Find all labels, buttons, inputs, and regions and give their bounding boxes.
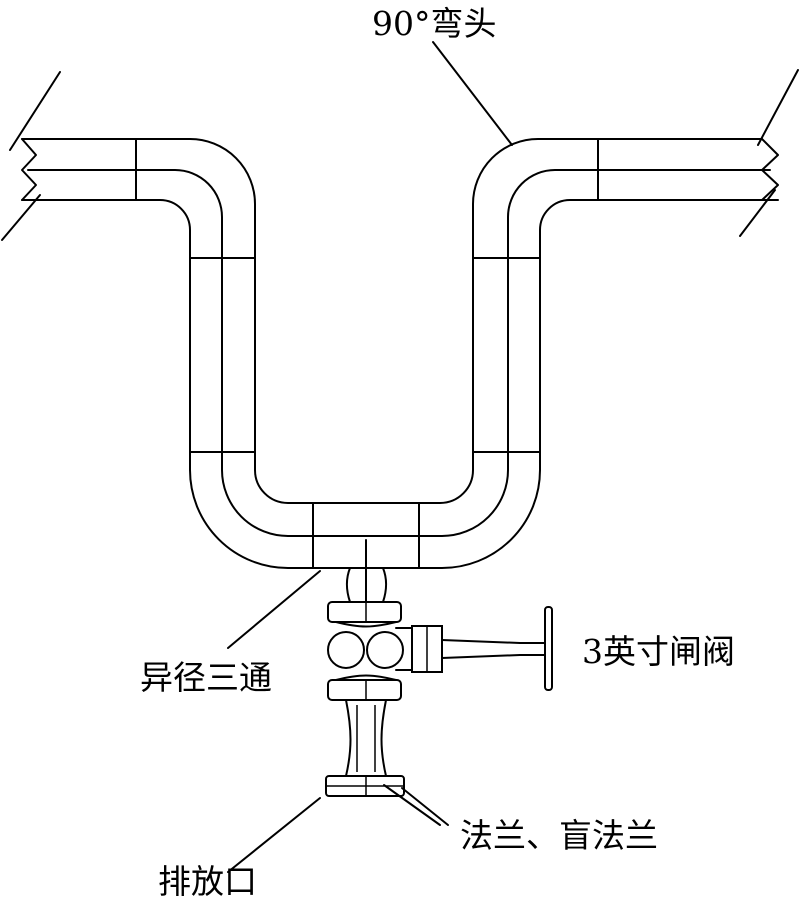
left-lower-elbow [189, 451, 314, 569]
right-horizontal-pipe [597, 69, 799, 237]
branch-pipe [346, 567, 387, 603]
right-vertical-pipe [472, 257, 541, 453]
gate-valve [327, 601, 404, 701]
drain-spool [345, 699, 387, 777]
reducing-tee [312, 502, 420, 571]
left-vertical-pipe [189, 257, 256, 453]
label-flange-blind-flange: 法兰、盲法兰 [460, 816, 658, 855]
left-horizontal-pipe [1, 71, 137, 241]
valve-stem-handwheel [395, 606, 553, 691]
label-reducing-tee: 异径三通 [140, 658, 272, 697]
label-drain-outlet: 排放口 [158, 862, 257, 901]
right-lower-elbow [418, 451, 541, 569]
left-upper-elbow [135, 138, 256, 259]
label-gate-valve: 3英寸闸阀 [582, 632, 735, 671]
flange-and-blind-flange [325, 775, 405, 797]
leader-lines [227, 41, 513, 873]
label-90-degree-elbow: 90°弯头 [372, 4, 497, 43]
right-upper-elbow [472, 138, 599, 259]
